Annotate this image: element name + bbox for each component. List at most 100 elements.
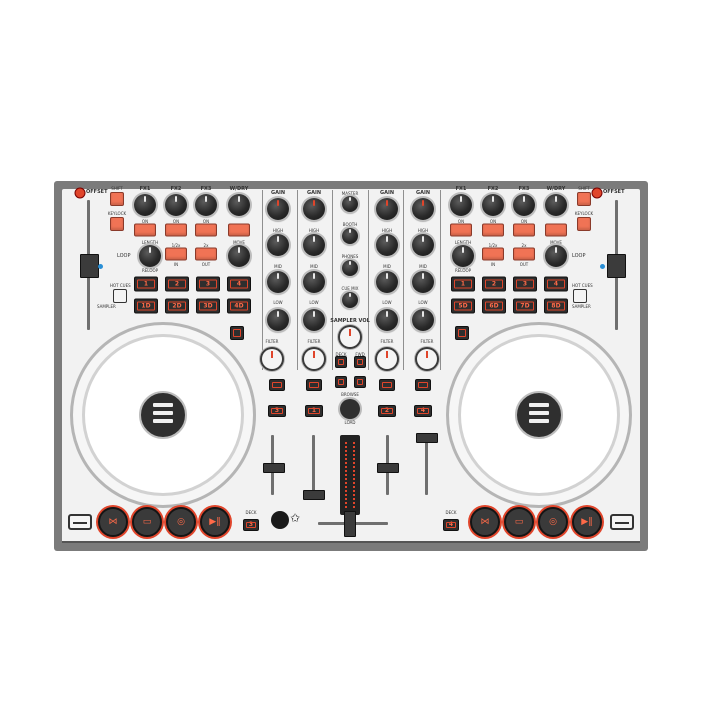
keylock-button-right[interactable] [577, 217, 591, 231]
headphone-cue-button-2[interactable] [306, 379, 322, 391]
sync-button-left[interactable]: ⋈ [98, 507, 128, 537]
fx3-on-button-left[interactable] [195, 223, 217, 237]
mid-knob-1[interactable] [267, 271, 289, 293]
loop-double-button-left[interactable] [195, 247, 217, 261]
pitch-fader-left[interactable] [80, 254, 99, 278]
hot-cue-pad-1-right[interactable]: 1 [451, 276, 475, 292]
sampler-pad-7-right[interactable]: 7D [513, 298, 537, 314]
high-knob-2[interactable] [303, 234, 325, 256]
move-knob-right[interactable] [545, 245, 567, 267]
play-pause-button-left[interactable]: ▶‖ [200, 507, 230, 537]
loop-button-left[interactable]: ◎ [166, 507, 196, 537]
filter-knob-2[interactable] [304, 349, 324, 369]
sampler-pad-6-right[interactable]: 6D [482, 298, 506, 314]
sampler-pad-2-left[interactable]: 2D [165, 298, 189, 314]
channel-select-1[interactable]: 1 [305, 405, 323, 417]
hot-cue-pad-2-left[interactable]: 2 [165, 276, 189, 292]
mid-knob-2[interactable] [303, 271, 325, 293]
channel-fader-3[interactable] [377, 463, 399, 473]
hot-cue-pad-3-right[interactable]: 3 [513, 276, 537, 292]
headphone-cue-button-4[interactable] [415, 379, 431, 391]
gain-knob-1[interactable] [267, 198, 289, 220]
headphone-cue-button-3[interactable] [379, 379, 395, 391]
phones-knob[interactable] [342, 260, 358, 276]
low-knob-4[interactable] [412, 309, 434, 331]
hot-cue-pad-3-left[interactable]: 3 [196, 276, 220, 292]
fx3-knob-left[interactable] [195, 194, 217, 216]
sampler-mode-icon-right[interactable] [573, 289, 587, 303]
sampler-pad-4-left[interactable]: 4D [227, 298, 251, 314]
loop-button-right[interactable]: ◎ [538, 507, 568, 537]
mid-knob-4[interactable] [412, 271, 434, 293]
low-knob-2[interactable] [303, 309, 325, 331]
hot-cue-pad-4-right[interactable]: 4 [544, 276, 568, 292]
crossfader[interactable] [344, 511, 356, 537]
fx1-knob-right[interactable] [450, 194, 472, 216]
fx3-on-button-right[interactable] [513, 223, 535, 237]
loop-half-button-right[interactable] [482, 247, 504, 261]
low-knob-3[interactable] [376, 309, 398, 331]
fx1-knob-left[interactable] [134, 194, 156, 216]
channel-fader-4[interactable] [416, 433, 438, 443]
cue-mix-knob[interactable] [342, 292, 358, 308]
deck-select-button-right[interactable]: 4 [443, 519, 459, 531]
sampler-mode-icon-left[interactable] [113, 289, 127, 303]
channel-select-2[interactable]: 2 [378, 405, 396, 417]
pitch-fader-right[interactable] [607, 254, 626, 278]
high-knob-4[interactable] [412, 234, 434, 256]
fx-assign-button-left[interactable] [228, 223, 250, 237]
offset-button-right[interactable] [591, 187, 603, 199]
gain-knob-2[interactable] [303, 198, 325, 220]
shift-button-right[interactable] [577, 192, 591, 206]
mid-knob-3[interactable] [376, 271, 398, 293]
fx2-on-button-right[interactable] [482, 223, 504, 237]
vinyl-mode-button-right[interactable] [455, 326, 469, 340]
headphone-cue-button-1[interactable] [269, 379, 285, 391]
high-knob-1[interactable] [267, 234, 289, 256]
browse-encoder[interactable] [340, 399, 360, 419]
play-pause-button-right[interactable]: ▶‖ [572, 507, 602, 537]
shift-lower-button-right[interactable] [610, 514, 634, 530]
filter-knob-3[interactable] [377, 349, 397, 369]
sampler-pad-3-left[interactable]: 3D [196, 298, 220, 314]
wet-dry-knob-right[interactable] [545, 194, 567, 216]
deck-select-button-left[interactable]: 3 [243, 519, 259, 531]
filter-knob-4[interactable] [417, 349, 437, 369]
sampler-vol-knob[interactable] [340, 327, 360, 347]
vinyl-mode-button-left[interactable] [230, 326, 244, 340]
loop-double-button-right[interactable] [513, 247, 535, 261]
channel-fader-1[interactable] [263, 463, 285, 473]
wet-dry-knob-left[interactable] [228, 194, 250, 216]
cue-button-right[interactable]: ▭ [504, 507, 534, 537]
filter-knob-1[interactable] [262, 349, 282, 369]
sampler-pad-8-right[interactable]: 8D [544, 298, 568, 314]
cue-button-left[interactable]: ▭ [132, 507, 162, 537]
move-knob-left[interactable] [228, 245, 250, 267]
back-button[interactable] [335, 376, 347, 388]
fx1-on-button-left[interactable] [134, 223, 156, 237]
shift-lower-button-left[interactable] [68, 514, 92, 530]
booth-knob[interactable] [342, 228, 358, 244]
gain-knob-3[interactable] [376, 198, 398, 220]
fx1-on-button-right[interactable] [450, 223, 472, 237]
channel-fader-2[interactable] [303, 490, 325, 500]
sampler-pad-5-right[interactable]: 5D [451, 298, 475, 314]
loop-half-button-left[interactable] [165, 247, 187, 261]
loop-length-knob-left[interactable] [139, 245, 161, 267]
load-button[interactable] [354, 376, 366, 388]
fx2-knob-left[interactable] [165, 194, 187, 216]
gain-knob-4[interactable] [412, 198, 434, 220]
fwd-button[interactable] [354, 356, 366, 368]
deck-toggle-button[interactable] [335, 356, 347, 368]
hot-cue-pad-1-left[interactable]: 1 [134, 276, 158, 292]
loop-length-knob-right[interactable] [452, 245, 474, 267]
sampler-pad-1-left[interactable]: 1D [134, 298, 158, 314]
channel-select-3[interactable]: 3 [268, 405, 286, 417]
master-knob[interactable] [342, 196, 358, 212]
sync-button-right[interactable]: ⋈ [470, 507, 500, 537]
keylock-button-left[interactable] [110, 217, 124, 231]
hot-cue-pad-4-left[interactable]: 4 [227, 276, 251, 292]
fx2-knob-right[interactable] [482, 194, 504, 216]
hot-cue-pad-2-right[interactable]: 2 [482, 276, 506, 292]
fx2-on-button-left[interactable] [165, 223, 187, 237]
